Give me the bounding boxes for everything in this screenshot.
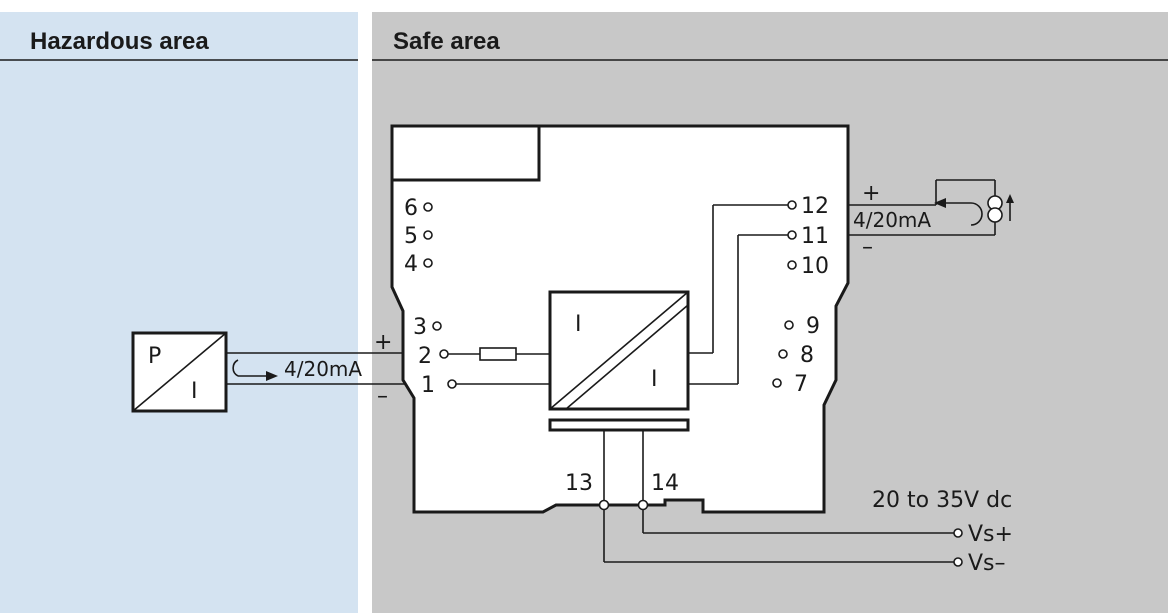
terminal-6-label: 6 — [404, 196, 418, 221]
module-label-window — [390, 124, 541, 182]
input-current-arrowhead — [266, 371, 278, 381]
transmitter-label-i: I — [191, 379, 198, 404]
terminal-9 — [784, 320, 794, 330]
current-source-arrowhead — [1006, 194, 1014, 203]
current-source-circle-bottom — [987, 207, 1003, 223]
pressure-transmitter: P I — [131, 331, 228, 413]
supply-range-label: 20 to 35V dc — [872, 488, 1012, 513]
terminal-7 — [772, 378, 782, 388]
isolator-in-label: I — [575, 312, 582, 337]
output-terminals: 12 11 10 — [688, 194, 829, 385]
vs-minus-terminal — [953, 557, 963, 567]
terminal-1-label: 1 — [421, 373, 435, 398]
isolator-out-label: I — [651, 367, 658, 392]
output-plus-sign: + — [862, 181, 880, 206]
terminal-8 — [778, 349, 788, 359]
input-signal-label: 4/20mA — [284, 357, 362, 381]
terminal-4 — [423, 258, 433, 268]
vs-plus-label: Vs+ — [968, 522, 1013, 547]
isolator-block: I I — [548, 290, 690, 432]
series-resistor — [479, 347, 517, 361]
terminal-5 — [423, 230, 433, 240]
terminal-5-label: 5 — [404, 224, 418, 249]
isolator-diagonal-1 — [549, 291, 689, 410]
vs-minus-label: Vs– — [968, 551, 1006, 576]
terminal-6 — [423, 202, 433, 212]
terminal-7-label: 7 — [794, 372, 808, 397]
power-supply: 13 14 20 to 35V dc Vs+ Vs– — [565, 430, 1013, 576]
terminal-10 — [787, 260, 797, 270]
safe-area-heading: Safe area — [393, 28, 500, 55]
terminal-3 — [432, 321, 442, 331]
hazardous-area-zone — [0, 12, 358, 613]
terminal-9-label: 9 — [806, 314, 820, 339]
terminal-4-label: 4 — [404, 252, 418, 277]
terminal-1 — [447, 379, 457, 389]
terminal-3-label: 3 — [413, 315, 427, 340]
terminal-13 — [598, 499, 610, 511]
terminal-12-label: 12 — [801, 194, 829, 219]
terminal-10-label: 10 — [801, 254, 829, 279]
input-minus-sign: – — [377, 384, 388, 409]
spare-terminals-right: 9 8 7 — [772, 314, 820, 397]
spare-terminals-left: 6 5 4 — [404, 196, 433, 277]
terminal-2 — [439, 349, 449, 359]
terminal-13-label: 13 — [565, 471, 593, 496]
terminal-11-label: 11 — [801, 224, 829, 249]
hazardous-area-heading: Hazardous area — [30, 28, 209, 55]
input-current-arc — [232, 359, 239, 377]
vs-plus-terminal — [953, 528, 963, 538]
output-minus-sign: – — [862, 235, 873, 260]
terminal-8-label: 8 — [800, 343, 814, 368]
input-loop: 4/20mA + – — [226, 330, 412, 409]
isolator-diagonal-2 — [565, 304, 689, 410]
input-terminals: 3 2 1 — [413, 315, 550, 398]
output-current-arrowhead — [934, 198, 946, 208]
power-bus-bar — [548, 418, 690, 432]
terminal-12 — [787, 200, 797, 210]
output-loop: + 4/20mA – — [848, 179, 1014, 260]
terminal-2-label: 2 — [418, 344, 432, 369]
terminal-11 — [787, 230, 797, 240]
transmitter-diagonal — [132, 332, 227, 412]
terminal-14 — [637, 499, 649, 511]
transmitter-label-p: P — [148, 344, 161, 369]
output-signal-label: 4/20mA — [853, 208, 931, 232]
output-current-arc — [970, 202, 983, 226]
input-plus-sign: + — [374, 330, 392, 355]
terminal-14-label: 14 — [651, 471, 679, 496]
